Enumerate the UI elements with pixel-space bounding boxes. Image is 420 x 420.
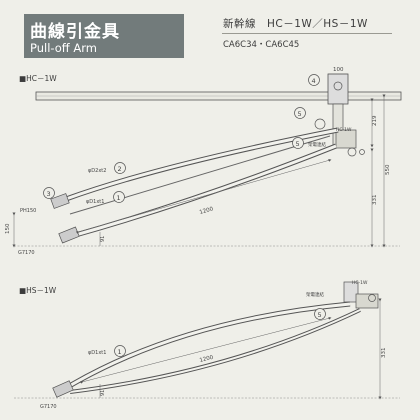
model-divider: [222, 33, 392, 34]
dim-total-height: 550: [385, 164, 391, 175]
part-g: G7170: [18, 250, 35, 256]
dim-height-top: 219: [372, 115, 378, 126]
hs-mast-bracket: [343, 281, 379, 309]
head-cluster: [314, 118, 365, 157]
hs-part-g: G7170: [40, 404, 57, 410]
dim-lower-height: 331: [372, 195, 378, 206]
svg-text:5: 5: [318, 311, 322, 319]
svg-text:5: 5: [298, 110, 302, 118]
dim-width-top: 100: [333, 67, 344, 73]
hs1w-drawing: HC-1W 架電連結 331 1200 91 φD1xt1 G7170 5: [14, 280, 400, 410]
hs-dim-arm-length: 1200: [199, 355, 215, 364]
hs-note-2: 架電連結: [306, 291, 324, 298]
callout-3: 3: [43, 187, 55, 199]
callout-2: 2: [114, 162, 126, 174]
hs-callout-1: 1: [114, 345, 126, 357]
arm-length-line: [76, 158, 332, 234]
hs-left-fitting: [52, 380, 74, 398]
hs-dim-small-offset: 91: [100, 390, 106, 396]
hs-callout-5: 5: [314, 308, 326, 320]
hs-dim-lower: 331: [381, 348, 387, 359]
left-fitting-upper: [50, 193, 70, 209]
dim-small-offset: 91: [100, 236, 106, 242]
svg-text:4: 4: [312, 77, 316, 85]
rod-label-1: φD1xt1: [86, 199, 104, 205]
part-ph: PH150: [20, 208, 36, 214]
svg-text:1: 1: [118, 348, 122, 356]
callout-4: 4: [308, 74, 320, 86]
section-label-hs1w: ■HS－1W: [19, 286, 57, 295]
rod-label-2: φD2xt2: [88, 168, 106, 174]
callout-1: 1: [113, 191, 125, 203]
hs-arm-length-line: [80, 316, 332, 384]
svg-text:3: 3: [47, 190, 51, 198]
page-subtitle: Pull-off Arm: [30, 41, 97, 55]
mast-bracket: [327, 73, 357, 149]
svg-text:2: 2: [118, 165, 122, 173]
note-hc1w: HC-1W: [336, 127, 352, 133]
dim-offset: 150: [5, 223, 11, 234]
callout-5a: 5: [294, 107, 306, 119]
callout-5b: 5: [292, 137, 304, 149]
hs-upper-arm: [64, 301, 351, 391]
title-box: 曲線引金具 Pull-off Arm: [24, 14, 184, 58]
hs-lower-arm: [69, 308, 361, 394]
hs-rod-label: φD1xt1: [88, 350, 106, 356]
hc1w-drawing: 100 HC-1W 架電連結 219: [5, 67, 402, 256]
hs-note: HC-1W: [352, 280, 368, 286]
page-title: 曲線引金具: [30, 22, 120, 42]
model-name: 新幹線 HC－1W／HS－1W: [223, 18, 368, 30]
svg-text:5: 5: [296, 140, 300, 148]
left-fitting-lower: [58, 226, 80, 244]
dim-arm-length: 1200: [199, 206, 215, 216]
inner-rod: [69, 135, 331, 215]
vertical-dims: 219 550 331: [370, 94, 391, 248]
svg-text:1: 1: [117, 194, 121, 202]
note-overhead: 架電連結: [308, 141, 326, 148]
model-codes: CA6C34・CA6C45: [223, 40, 300, 50]
section-label-hc1w: ■HC－1W: [19, 74, 57, 83]
